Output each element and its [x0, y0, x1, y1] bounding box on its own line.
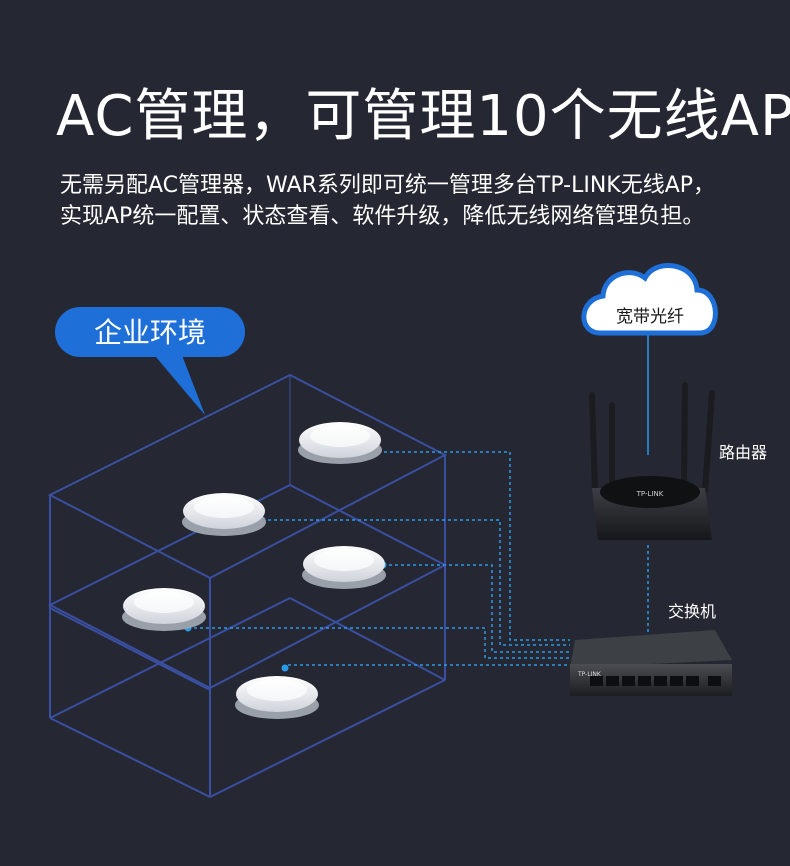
feature-description: 无需另配AC管理器，WAR系列即可统一管理多台TP-LINK无线AP， 实现AP…	[60, 170, 750, 232]
router-label: 路由器	[719, 443, 767, 462]
scene-label: 企业环境	[94, 316, 206, 349]
access-point-1	[298, 422, 382, 464]
router-brand: TP-LINK	[636, 490, 664, 498]
router-icon: TP-LINK	[589, 382, 715, 540]
description-line-2: 实现AP统一配置、状态查看、软件升级，降低无线网络管理负担。	[60, 204, 705, 229]
cloud-label: 宽带光纤	[616, 307, 684, 327]
access-point-5	[235, 676, 319, 719]
connector-lines	[188, 330, 649, 668]
switch-brand: TP-LINK	[577, 671, 602, 678]
page-title: AC管理，可管理10个无线AP	[56, 84, 790, 149]
scene-callout: 企业环境	[55, 307, 245, 415]
description-line-1: 无需另配AC管理器，WAR系列即可统一管理多台TP-LINK无线AP，	[60, 173, 716, 198]
switch-label: 交换机	[668, 602, 716, 621]
access-point-2	[182, 493, 266, 536]
access-point-4	[122, 588, 206, 631]
building-wireframe	[47, 373, 448, 798]
broadband-cloud-icon: 宽带光纤	[581, 263, 718, 336]
access-point-3	[302, 546, 386, 589]
switch-icon: TP-LINK	[570, 630, 732, 696]
